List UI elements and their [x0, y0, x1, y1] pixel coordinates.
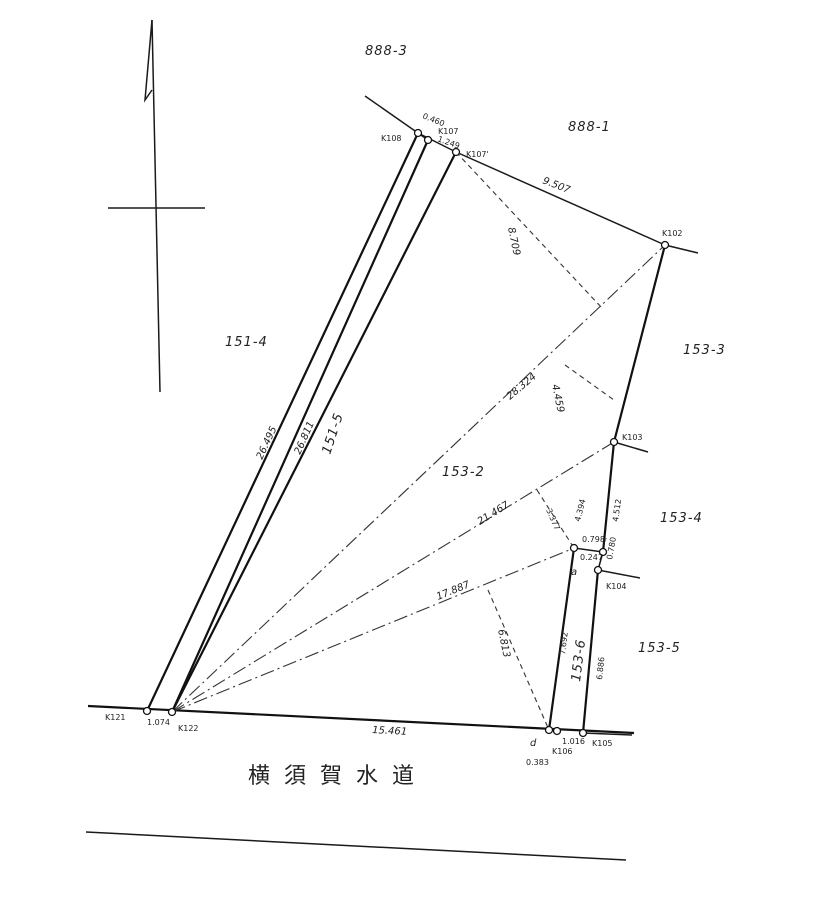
point-label-k106: K106: [552, 747, 573, 756]
point-label-d: d: [530, 738, 537, 749]
point-label-k107p: K107': [466, 150, 489, 159]
distance-26495: 26.495: [255, 425, 280, 461]
point-label-a: a: [571, 567, 577, 578]
survey-points: [142, 128, 670, 738]
parcel-153-6: 153-6: [569, 638, 589, 682]
distance-8709: 8.709: [505, 226, 522, 256]
distance-15461: 15.461: [372, 725, 408, 738]
distance-4394: 4.394: [573, 498, 587, 522]
point-label-k102: K102: [662, 229, 683, 238]
north-arrow-icon: [108, 19, 205, 393]
point-d-marker: [544, 725, 554, 735]
distance-6886: 6.886: [595, 656, 606, 680]
distance-0383: 0.383: [526, 758, 549, 767]
point-a-marker: [569, 543, 579, 553]
parcel-153-4: 153-4: [660, 511, 703, 526]
distance-4459: 4.459: [549, 383, 566, 413]
point-k103-marker: [609, 437, 619, 447]
distance-26811: 26.811: [293, 420, 317, 456]
point-label-k122: K122: [178, 724, 199, 733]
parcel-153-3: 153-3: [683, 343, 726, 358]
point-k107-marker: [423, 135, 433, 145]
point-labels: K108 K107 K107' K102 K103 K104 K105 K106…: [105, 127, 683, 756]
distance-labels: 0.460 1.249 9.507 8.709 28.324 4.459 26.…: [147, 112, 623, 767]
point-f-marker: [598, 547, 608, 557]
point-label-k121: K121: [105, 713, 126, 722]
distance-0780: 0.780: [605, 536, 618, 560]
parcel-888-1: 888-1: [568, 120, 611, 135]
parcel-888-3: 888-3: [365, 44, 408, 59]
point-label-f: f: [602, 538, 607, 549]
point-label-k105: K105: [592, 739, 613, 748]
distance-21467: 21.467: [476, 499, 512, 527]
parcel-labels: 888-3 888-1 151-4 151-5 153-3 153-2 153-…: [225, 44, 726, 682]
point-k121-marker: [142, 706, 152, 716]
survey-lines: [171, 151, 666, 731]
distance-3377: 3.377: [544, 507, 562, 532]
parcel-boundaries: [85, 95, 699, 861]
point-k122-marker: [167, 707, 177, 717]
distance-4512: 4.512: [611, 498, 623, 522]
distance-6813: 6.813: [495, 628, 512, 658]
parcel-153-2: 153-2: [442, 465, 485, 480]
distance-7692: 7.692: [558, 631, 570, 655]
parcel-151-5: 151-5: [320, 411, 347, 456]
point-k104-marker: [593, 565, 603, 575]
point-label-k103: K103: [622, 433, 643, 442]
distance-1074: 1.074: [147, 718, 170, 727]
point-k107p-marker: [451, 147, 461, 157]
point-label-k107: K107: [438, 127, 459, 136]
point-label-k108: K108: [381, 134, 402, 143]
point-k105-marker: [578, 728, 588, 738]
point-label-k104: K104: [606, 582, 627, 591]
road-label: 横須賀水道: [248, 764, 428, 789]
distance-17887: 17.887: [435, 579, 472, 603]
distance-0798: 0.798: [582, 535, 605, 544]
distance-9507: 9.507: [541, 176, 572, 197]
distance-1016: 1.016: [562, 737, 585, 746]
parcel-151-4: 151-4: [225, 335, 268, 350]
point-k102-marker: [660, 240, 670, 250]
point-k106-marker: [552, 726, 562, 736]
parcel-153-5: 153-5: [638, 641, 681, 656]
distance-0460: 0.460: [421, 112, 446, 129]
point-k108-marker: [413, 128, 423, 138]
distance-0247: 0.247: [580, 553, 603, 562]
distance-28324: 28.324: [505, 371, 539, 402]
